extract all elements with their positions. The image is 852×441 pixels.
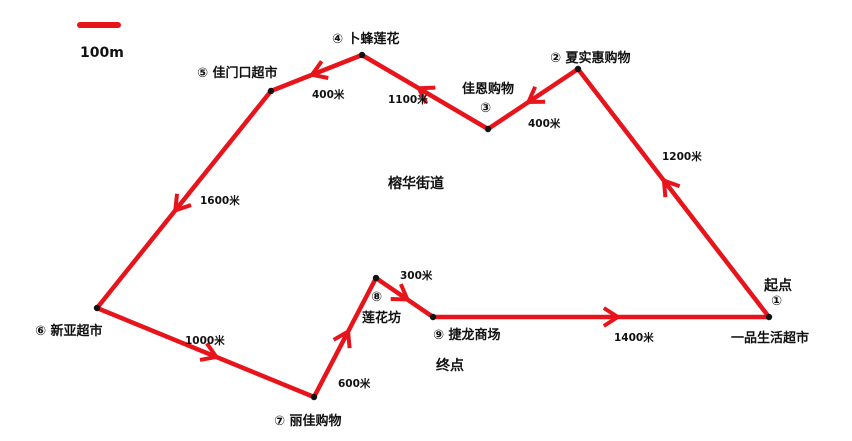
direction-arrow-icon [332, 328, 352, 349]
stop-label-2: ② 夏实惠购物 [550, 50, 631, 66]
area-name: 榕华街道 [388, 175, 444, 192]
stop-name-3: 佳恩购物 [462, 81, 514, 97]
stop-dot [484, 125, 492, 133]
distance-label: 1000米 [185, 334, 225, 347]
stop-dot [93, 304, 101, 312]
distance-labels: 1200米 400米 1100米 400米 1600米 1000米 600米 300米 1400… [185, 88, 702, 390]
route-segment-7-8 [311, 275, 379, 400]
distance-label: 400米 [528, 117, 561, 130]
distance-label: 400米 [312, 88, 345, 101]
distance-label: 1600米 [200, 194, 240, 207]
scale-label: 100m [80, 45, 124, 61]
stop-label-4: ④ 卜蜂莲花 [332, 31, 400, 47]
stop-dot [429, 313, 437, 321]
distance-label: 1400米 [614, 331, 654, 344]
route-segments [94, 52, 772, 400]
stop-number-1: ① [771, 294, 782, 309]
route-segment-3-4 [359, 52, 491, 132]
route-segment-6-7 [94, 305, 317, 400]
direction-arrow-icon [199, 342, 220, 362]
route-segment-4-5 [268, 52, 365, 94]
route-arrows [172, 60, 681, 362]
end-label: 终点 [436, 357, 464, 374]
stop-labels: ① 一品生活超市 ② 夏实惠购物 ③ 佳恩购物 ④ 卜蜂莲花 ⑤ 佳门口超市 ⑥ 新亚超市 ⑦ … [35, 31, 809, 429]
direction-arrow-icon [525, 85, 546, 105]
route-segment-2-3 [485, 66, 581, 132]
route-segment-5-6 [94, 88, 274, 311]
stop-dot [574, 65, 582, 73]
distance-label: 600米 [338, 377, 371, 390]
stop-label-5: ⑤ 佳门口超市 [197, 65, 278, 81]
route-segment-1-2 [575, 66, 772, 320]
stop-name-1: 一品生活超市 [731, 330, 809, 346]
stop-dot [310, 393, 318, 401]
distance-label: 1200米 [662, 150, 702, 163]
direction-arrow-icon [308, 60, 329, 80]
stop-label-6: ⑥ 新亚超市 [35, 323, 103, 339]
stop-dot [267, 87, 275, 95]
distance-label: 300米 [400, 269, 433, 282]
direction-arrow-icon [602, 306, 622, 328]
stop-dot [372, 274, 380, 282]
direction-arrow-icon [415, 85, 436, 105]
stop-label-9: ⑨ 捷龙商场 [433, 327, 501, 343]
stop-label-7: ⑦ 丽佳购物 [274, 413, 342, 429]
distance-label: 1100米 [388, 93, 428, 106]
stop-number-8: ⑧ [371, 290, 382, 305]
direction-arrow-icon [390, 283, 411, 302]
stop-dot [765, 313, 773, 321]
stop-dots [93, 51, 773, 401]
direction-arrow-icon [172, 193, 192, 214]
direction-arrow-icon [661, 177, 681, 198]
stop-name-8: 莲花坊 [362, 310, 401, 326]
stop-number-3: ③ [480, 101, 491, 116]
start-label: 起点 [763, 277, 792, 294]
stop-dot [358, 51, 366, 59]
